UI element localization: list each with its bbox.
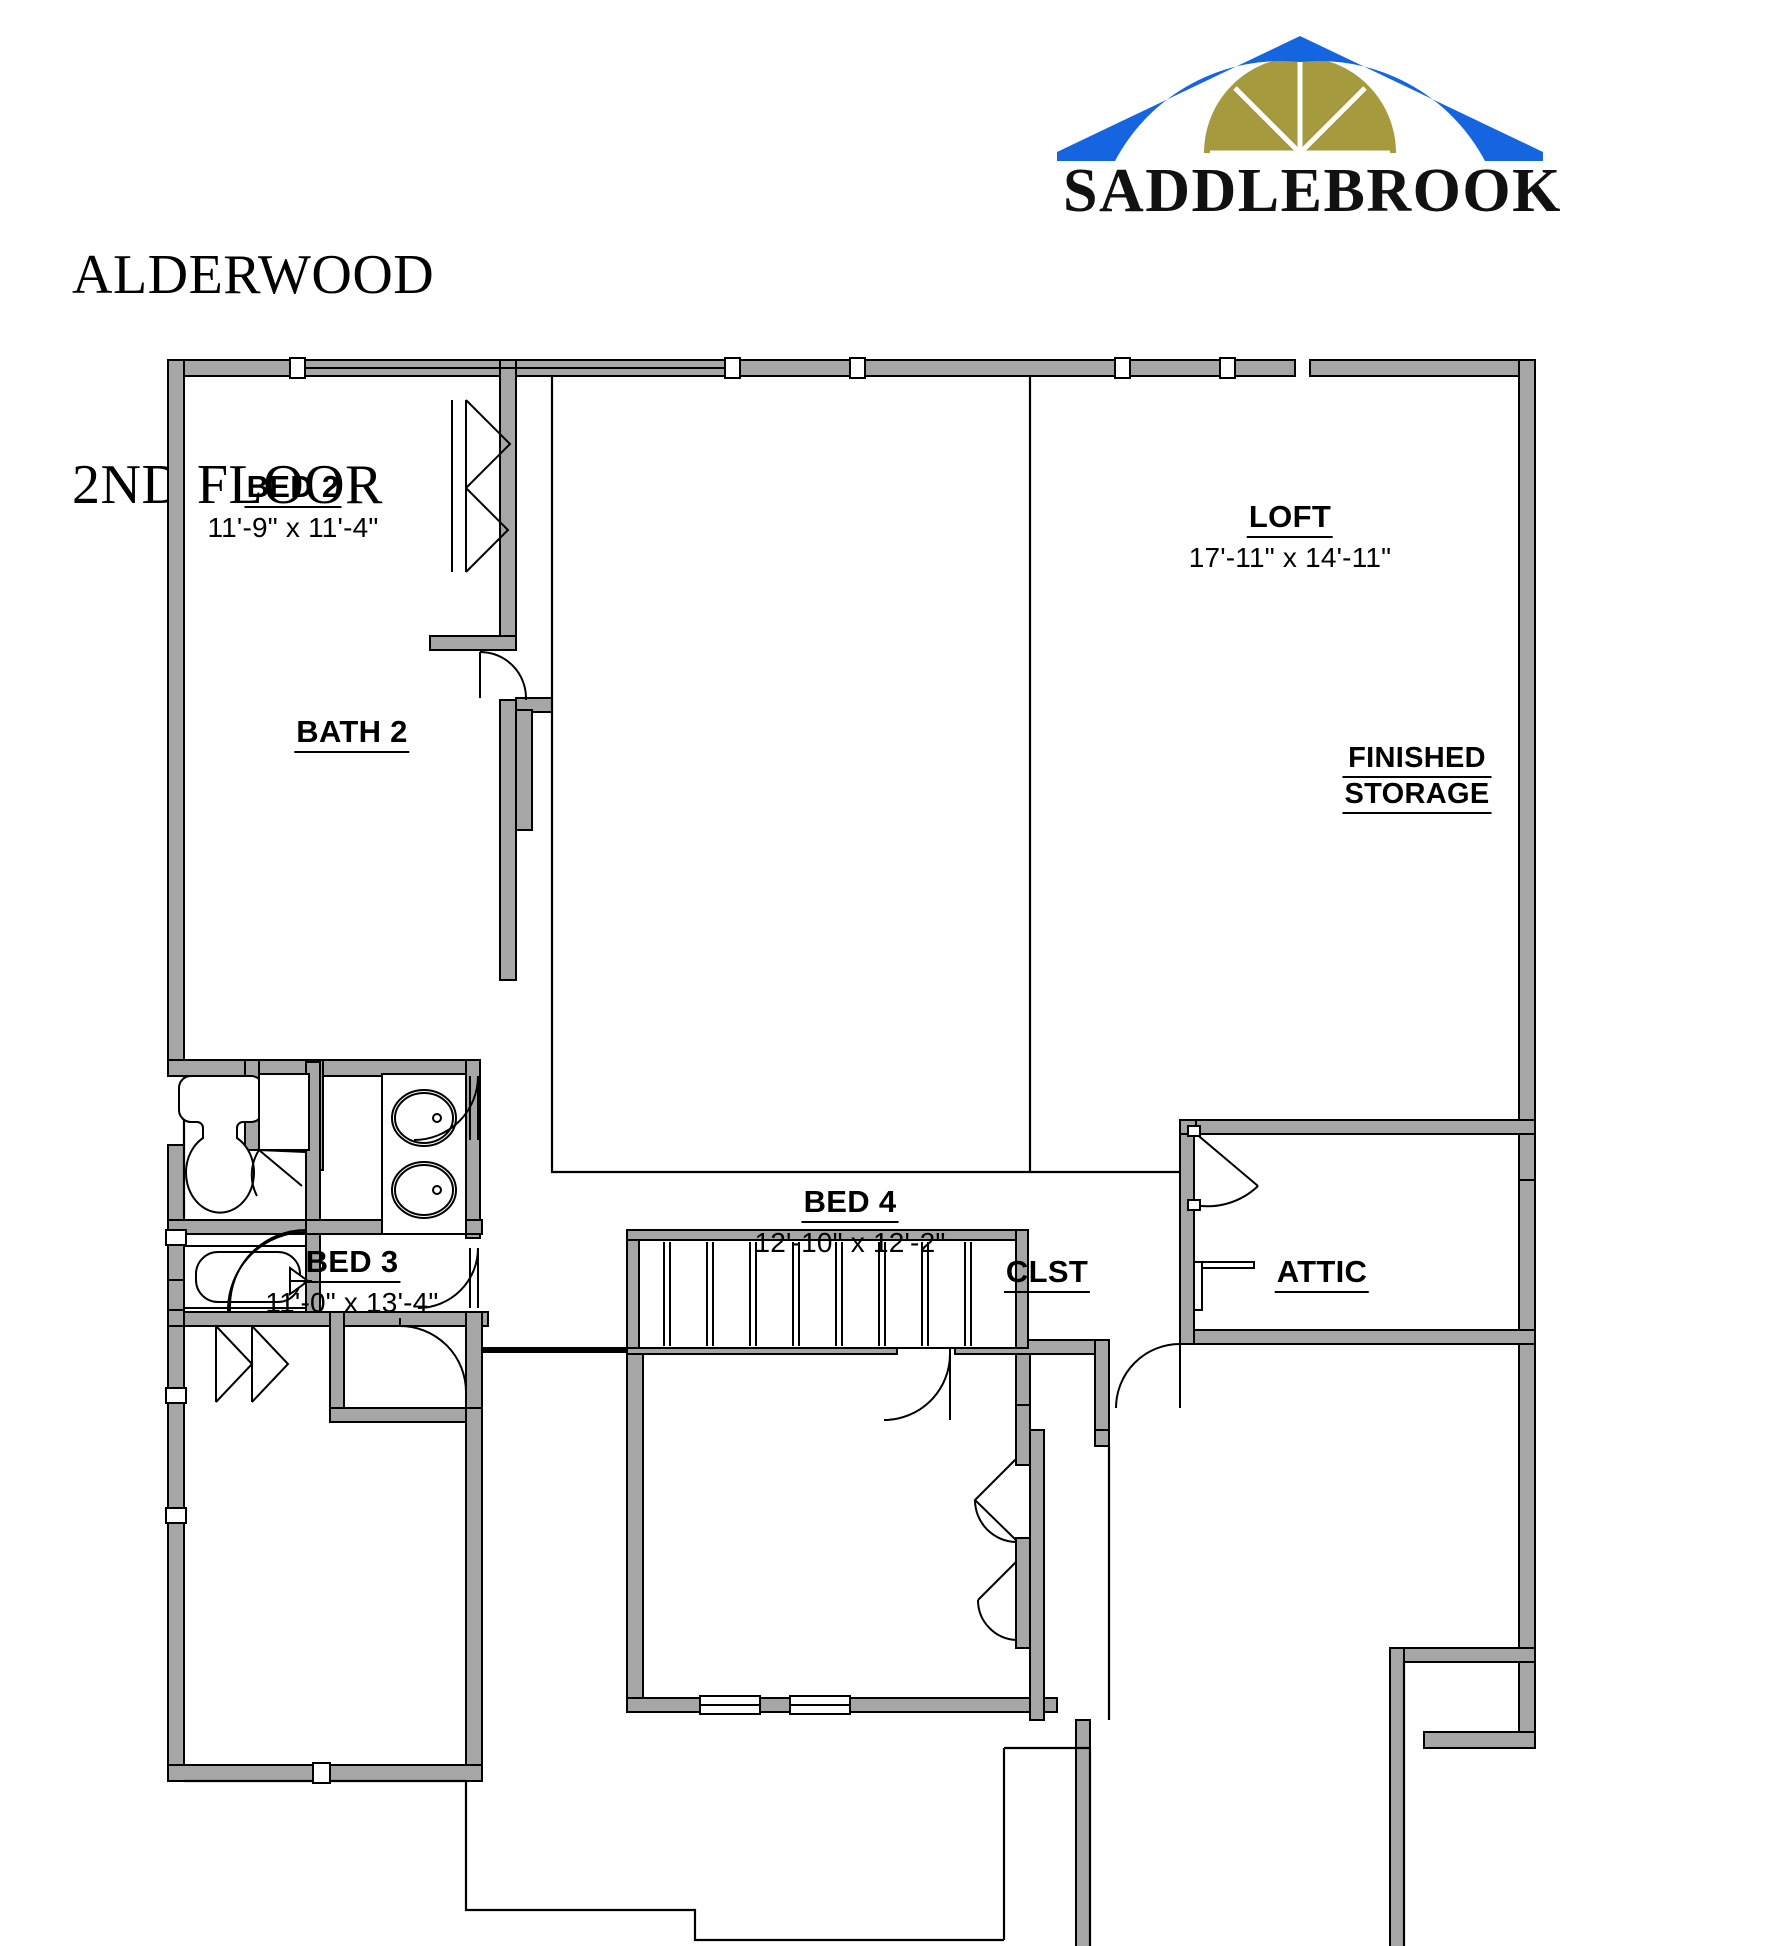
room-dims-bed2: 11'-9" x 11'-4"	[207, 512, 379, 543]
staircase	[638, 1239, 1017, 1349]
room-label-bath2: BATH 2	[294, 715, 410, 753]
room-name-clst: CLST	[1003, 1255, 1091, 1293]
bathtub-icon	[183, 1245, 312, 1309]
room-label-finished-storage: FINISHED STORAGE	[1342, 742, 1492, 814]
door-bath2-closet	[250, 1149, 306, 1197]
room-name-bath2: BATH 2	[294, 715, 410, 753]
door-layer	[215, 399, 1259, 1641]
door-attic	[1115, 1336, 1181, 1409]
room-name-finished-storage-line-2: STORAGE	[1342, 778, 1492, 814]
saddlebrook-logo: SADDLEBROOK	[1055, 34, 1655, 234]
saddlebrook-logo-mark	[1057, 36, 1543, 161]
room-name-bed3: BED 3	[303, 1245, 401, 1283]
room-label-attic: ATTIC	[1274, 1255, 1370, 1293]
linen-closet	[258, 1073, 310, 1151]
page-title-line-2: 2ND FLOOR	[72, 454, 383, 516]
floor-plan-drawing	[165, 357, 1536, 1946]
room-name-finished-storage-line-1: FINISHED	[1342, 742, 1492, 778]
room-dims-loft: 17'-11" x 14'-11"	[1188, 542, 1392, 573]
room-dims-bed4: 12'-10" x 12'-2"	[754, 1227, 946, 1258]
room-name-loft: LOFT	[1246, 500, 1334, 538]
door-bed2-entry	[479, 651, 527, 700]
saddlebrook-wordmark: SADDLEBROOK	[1063, 157, 1562, 225]
door-hall-lower	[417, 1247, 479, 1309]
toilet-icon	[178, 1075, 264, 1214]
window-layer	[165, 357, 1236, 1784]
gable-roof-shape	[1057, 36, 1543, 161]
floor-plan: BED 2 11'-9" x 11'-4" LOFT 17'-11" x 14'…	[0, 300, 1780, 1946]
door-bed3-entry	[399, 1318, 467, 1393]
fixture-layer	[178, 1073, 467, 1309]
door-bed3-closet	[215, 1325, 290, 1403]
page-title: ALDERWOOD 2ND FLOOR	[72, 100, 434, 660]
door-hall-upper	[413, 1075, 479, 1141]
sunburst-rays	[1210, 62, 1390, 156]
page-title-line-1: ALDERWOOD	[72, 244, 435, 306]
sink-oval-top	[391, 1089, 457, 1147]
outline-layer	[182, 376, 1406, 1946]
door-storage	[1187, 1125, 1259, 1211]
door-bed2-closet	[451, 399, 512, 573]
room-dims-bed3: 11'-0" x 13'-4"	[265, 1287, 439, 1318]
room-label-loft: LOFT 17'-11" x 14'-11"	[1189, 500, 1392, 575]
room-name-bed2: BED 2	[244, 470, 342, 508]
door-bed4-entry	[883, 1346, 951, 1421]
room-label-bed3: BED 3 11'-0" x 13'-4"	[265, 1245, 438, 1320]
header: ALDERWOOD 2ND FLOOR SADDLEBROOK	[0, 0, 1780, 516]
door-bath2-entry	[227, 1220, 307, 1312]
room-label-bed2: BED 2 11'-9" x 11'-4"	[207, 470, 378, 545]
wall-layer	[167, 359, 1536, 1946]
room-name-bed4: BED 4	[801, 1185, 899, 1223]
room-name-attic: ATTIC	[1274, 1255, 1370, 1293]
sink-oval-bottom	[391, 1161, 457, 1219]
room-label-clst: CLST	[1003, 1255, 1091, 1293]
room-label-bed4: BED 4 12'-10" x 12'-2"	[755, 1185, 946, 1260]
door-clst-bifold	[973, 1458, 1017, 1641]
